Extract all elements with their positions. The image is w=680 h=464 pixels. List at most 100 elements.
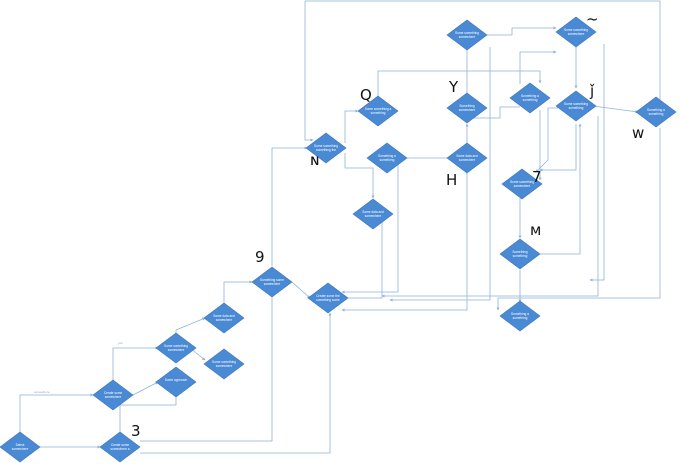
- node-label: Some something: [314, 144, 338, 148]
- node-label: Some something: [455, 31, 479, 35]
- node-label: Some something: [510, 180, 534, 184]
- tag-9: 9: [255, 248, 265, 266]
- edge: [536, 123, 582, 255]
- tag-y: Y: [448, 78, 459, 96]
- edge: [140, 312, 332, 454]
- node-label: Something a: [647, 108, 665, 112]
- node-label: somewhere: [514, 184, 531, 188]
- edge-label: somewhere: [34, 390, 50, 394]
- edge: [118, 392, 177, 437]
- node-shape[interactable]: [155, 332, 197, 364]
- node-shape[interactable]: [446, 92, 488, 124]
- node-shape[interactable]: [366, 142, 408, 174]
- edge: [589, 44, 605, 282]
- edge: [496, 128, 661, 311]
- node-shape[interactable]: [92, 379, 134, 411]
- node-label: Some approach: [165, 378, 188, 382]
- node-label: Some data and: [456, 154, 478, 158]
- tag-n: ɴ: [310, 151, 320, 169]
- node-shape[interactable]: [357, 95, 399, 127]
- node-shape[interactable]: [509, 82, 551, 114]
- tag-m: ᴍ: [530, 221, 541, 239]
- node-label: Some something a: [365, 107, 392, 111]
- node-shape[interactable]: [305, 132, 347, 164]
- node-label: something the: [316, 148, 336, 152]
- node-shape[interactable]: [499, 300, 541, 332]
- node-label: Something: [459, 104, 474, 108]
- node-shape[interactable]: [499, 238, 541, 270]
- node-shape[interactable]: [446, 19, 488, 51]
- edge: [304, 1, 314, 142]
- edge: [341, 158, 399, 294]
- node-shape[interactable]: [99, 431, 141, 463]
- node-shape[interactable]: [251, 266, 293, 298]
- tag-3: 3: [131, 422, 141, 440]
- edge: [140, 291, 274, 442]
- node-label: something: [513, 316, 528, 320]
- node-shape[interactable]: [555, 16, 597, 48]
- node-label: Some something: [564, 102, 588, 106]
- node-shape[interactable]: [0, 431, 41, 463]
- decision-node[interactable]: Some approach: [155, 366, 197, 398]
- node-label: somewhere: [459, 158, 476, 162]
- node-label: something: [513, 254, 528, 258]
- node-label: something: [380, 158, 395, 162]
- edge: [223, 280, 253, 304]
- node-label: Something a: [511, 312, 529, 316]
- node-label: Some something: [564, 28, 588, 32]
- edge: [539, 124, 577, 172]
- node-shape[interactable]: [555, 90, 597, 122]
- node-label: somewhere: [365, 214, 382, 218]
- node-shape[interactable]: [446, 142, 488, 174]
- edge: [377, 70, 542, 111]
- node-label: somewhere a: [110, 447, 129, 451]
- node-label: Create some: [104, 391, 122, 395]
- edge: [132, 381, 159, 396]
- node-shape[interactable]: [635, 96, 677, 128]
- edge: [486, 26, 557, 36]
- node-label: Some data and: [362, 210, 384, 214]
- node-shape[interactable]: [155, 366, 197, 398]
- edge: [112, 346, 159, 385]
- node-shape[interactable]: [203, 348, 245, 380]
- edge: [291, 281, 311, 299]
- node-label: something: [523, 98, 538, 102]
- node-label: somewhere: [105, 395, 122, 399]
- node-shape[interactable]: [501, 168, 543, 200]
- node-label: somewhere: [459, 108, 476, 112]
- node-label: Some something: [212, 360, 236, 364]
- node-label: Something some: [260, 278, 284, 282]
- edge: [19, 393, 94, 435]
- node-label: somewhere: [216, 318, 233, 322]
- node-label: somewhere: [264, 282, 281, 286]
- node-label: Create some the: [316, 294, 340, 298]
- node-shape[interactable]: [307, 282, 349, 314]
- node-label: somewhere: [216, 364, 233, 368]
- node-shape[interactable]: [352, 198, 394, 230]
- edge: [271, 146, 308, 266]
- node-shape[interactable]: [203, 302, 245, 334]
